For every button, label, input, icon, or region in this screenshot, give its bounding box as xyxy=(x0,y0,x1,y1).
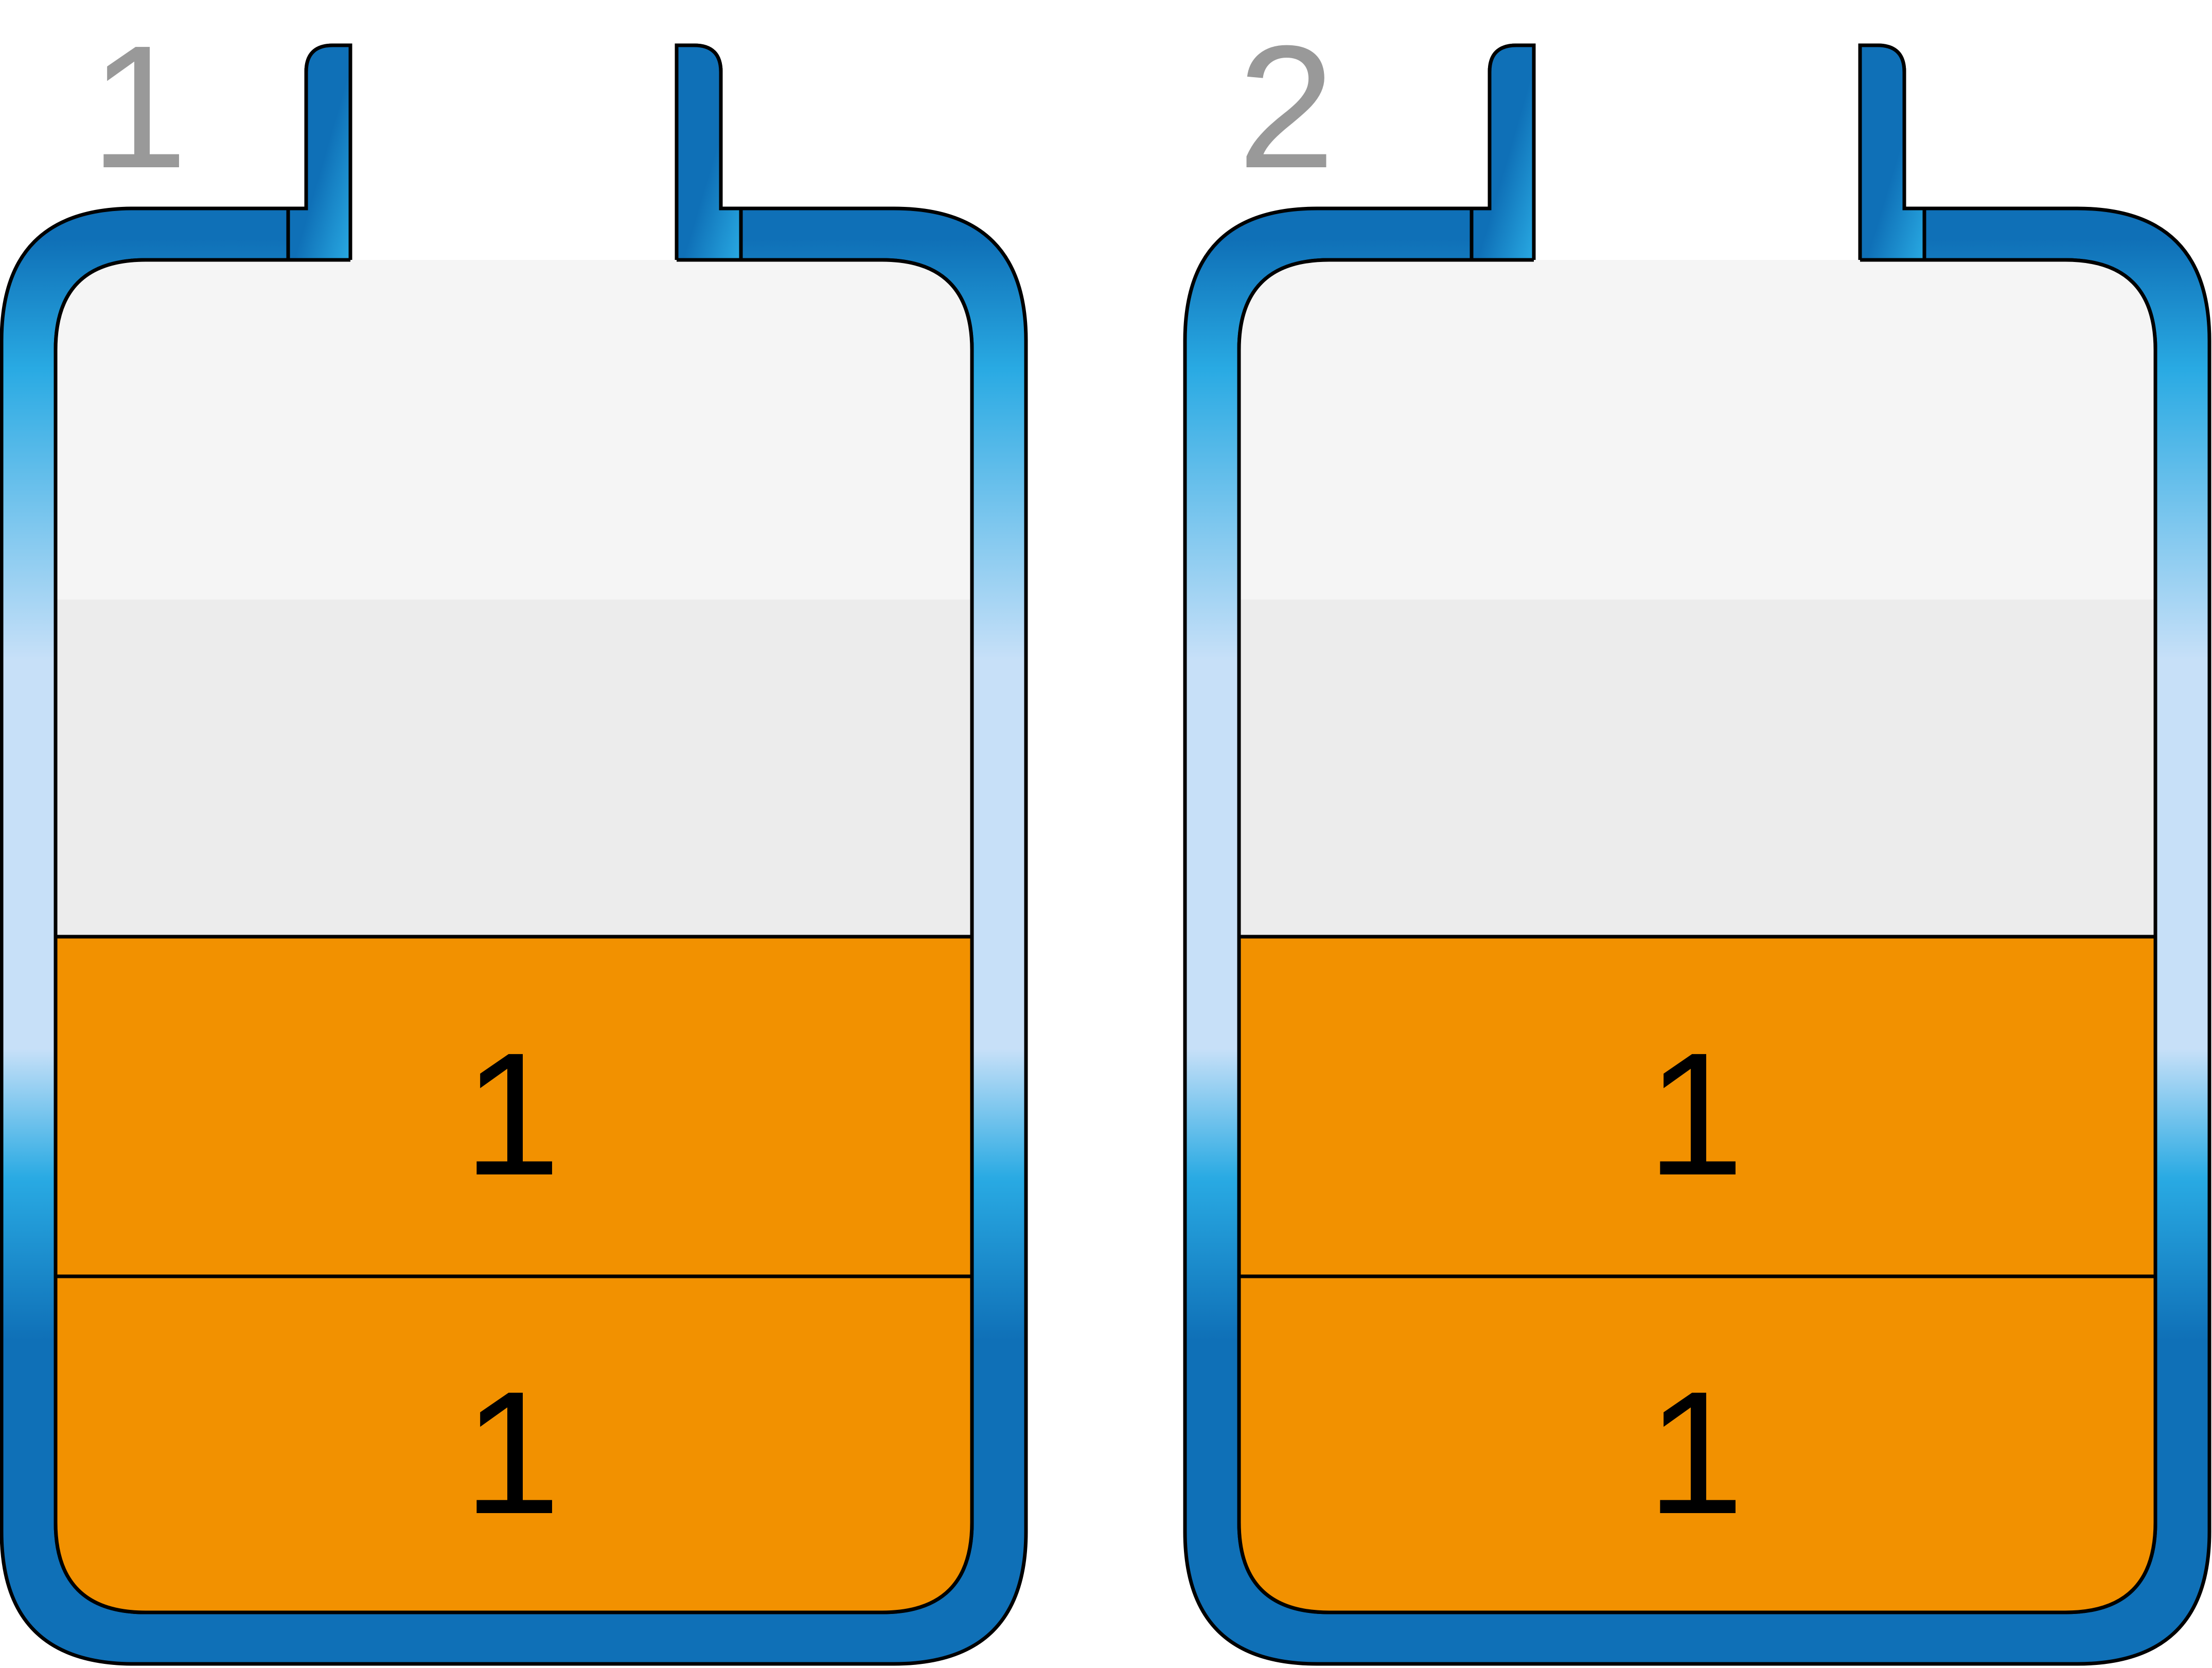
container-2: 2 1 1 xyxy=(1183,9,2211,1666)
segment-empty-top xyxy=(56,260,972,600)
segment-filled xyxy=(1239,1276,2155,1612)
container-label: 2 xyxy=(1237,9,1335,205)
cavity-outline xyxy=(1237,258,2157,1614)
container-1: 1 1 1 xyxy=(0,9,1028,1666)
left-spout xyxy=(1470,43,1536,262)
container-label: 1 xyxy=(90,9,187,205)
segment-empty xyxy=(56,600,972,937)
segment-filled xyxy=(1239,937,2155,1276)
segment-value: 1 xyxy=(463,1355,560,1551)
right-spout xyxy=(675,43,743,262)
cavity-outline xyxy=(54,258,974,1614)
left-spout xyxy=(286,43,352,262)
segment-filled xyxy=(56,937,972,1276)
segment-value: 1 xyxy=(463,1016,560,1212)
segment-empty-top xyxy=(1239,260,2155,600)
segment-empty xyxy=(1239,600,2155,937)
segment-value: 1 xyxy=(1647,1355,1744,1551)
segment-filled xyxy=(56,1276,972,1612)
segment-value: 1 xyxy=(1647,1016,1744,1212)
right-spout xyxy=(1858,43,1926,262)
